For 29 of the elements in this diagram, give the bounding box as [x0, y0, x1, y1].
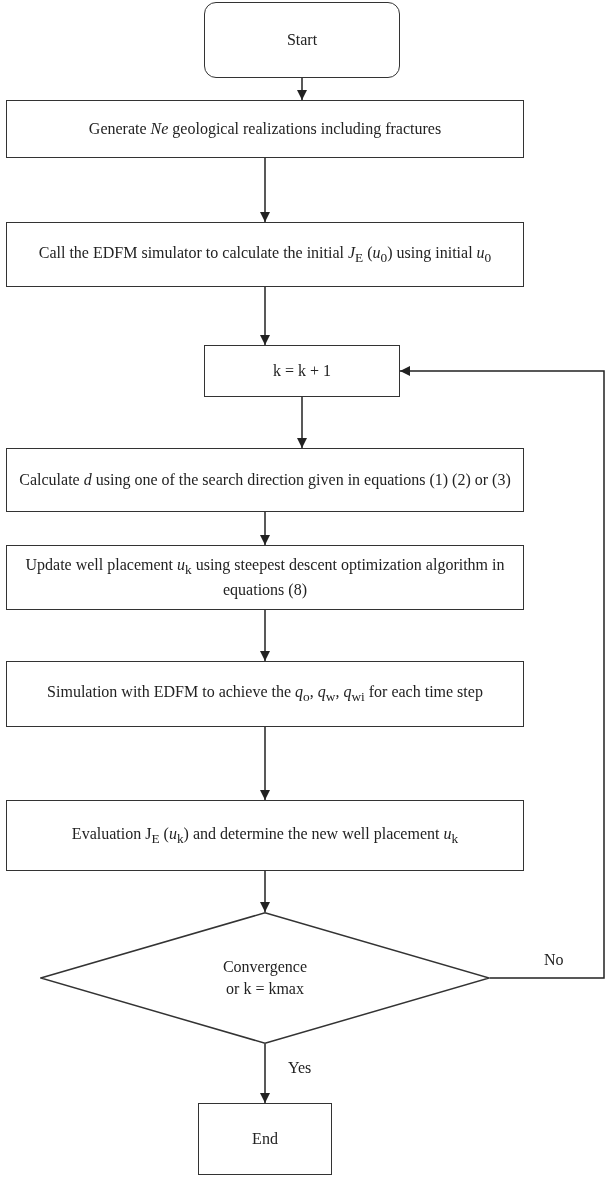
- arrow: [260, 511, 270, 546]
- process-box: [204, 345, 400, 397]
- node-text: Generate Ne geological realizations including fractures: [87, 119, 443, 140]
- end-terminal: [198, 1103, 332, 1175]
- arrow: [297, 77, 307, 101]
- start-terminal: [204, 2, 400, 78]
- node-text: Evaluation J$_{E}$ (u$_{k}$) and determine the new well placement u$_{k}$: [70, 823, 460, 849]
- node-text: Simulation with EDFM to achieve the q$_{o}$, q$_{w}$, q$_{wi}$ for each time step: [46, 682, 484, 707]
- arrow: [399, 366, 605, 979]
- arrow: [260, 1043, 270, 1104]
- process-box: [6, 100, 524, 158]
- arrow: [260, 870, 270, 913]
- node-text: End: [251, 1129, 279, 1150]
- arrow: [260, 726, 270, 801]
- arrow: [260, 609, 270, 662]
- node-text: Calculate d using one of the search direction given in equations (1) (2) or (3): [18, 470, 512, 491]
- node-text: Convergence or k = kmax: [221, 957, 309, 999]
- node-text: Update well placement u$_{k}$ using steepest descent optimization algorithm in equations (8): [24, 555, 506, 601]
- process-box: [6, 545, 524, 610]
- arrow: [260, 286, 270, 346]
- process-box: [6, 448, 524, 512]
- arrow: [260, 157, 270, 223]
- node-text: Call the EDFM simulator to calculate the initial J$_{E}$ (u$_{0}$) using initial u$_{0}$: [37, 242, 493, 268]
- process-box: [6, 661, 524, 727]
- process-box: [6, 222, 524, 287]
- arrow: [297, 396, 307, 449]
- node-text: Start: [285, 30, 319, 51]
- process-box: [6, 800, 524, 871]
- node-text: k = k + 1: [271, 361, 332, 382]
